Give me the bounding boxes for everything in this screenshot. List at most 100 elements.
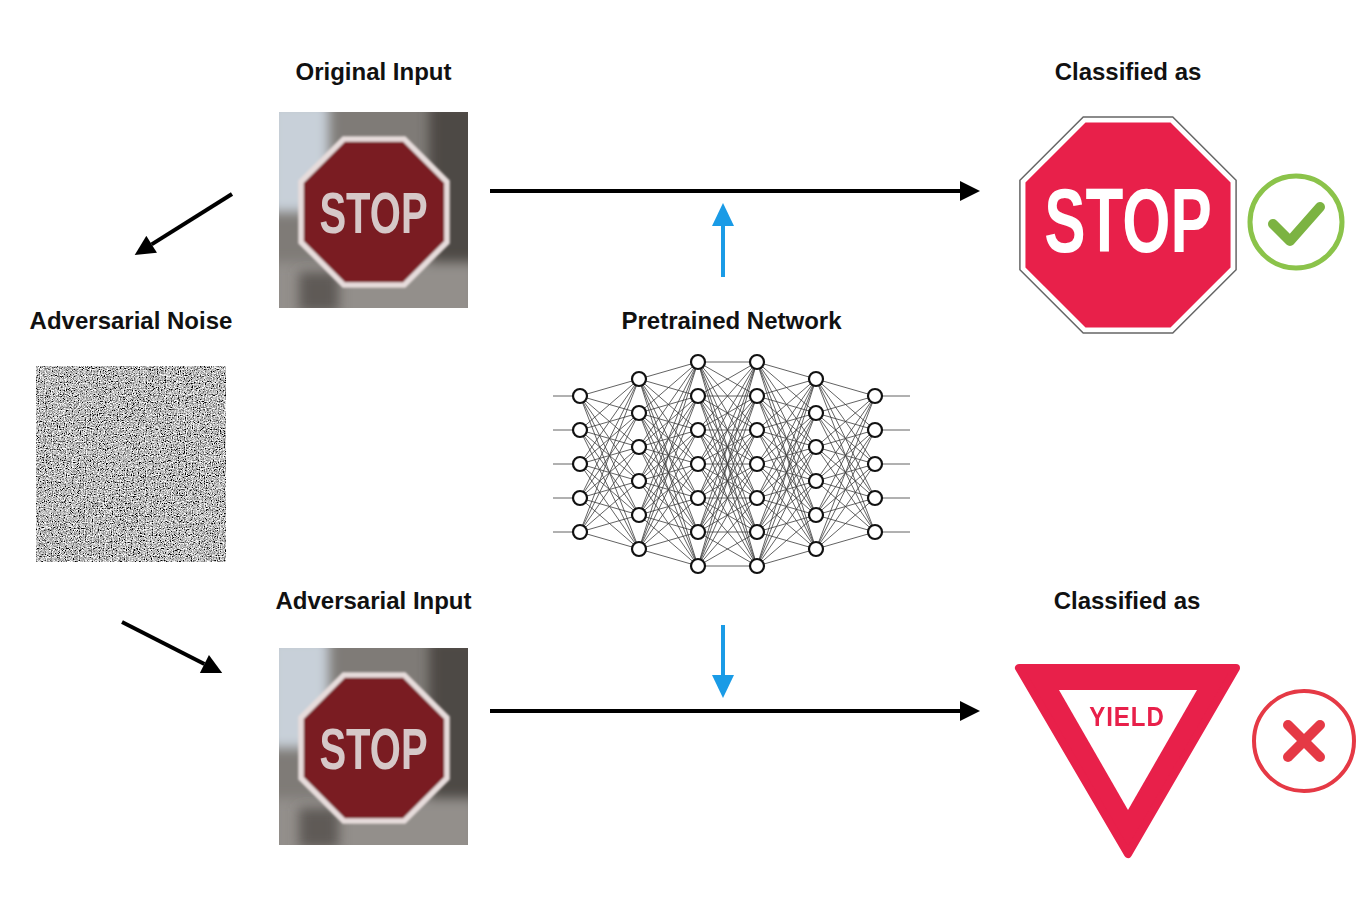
sign-text: YIELD xyxy=(1089,703,1165,731)
neuron xyxy=(809,440,823,454)
heading-slot: Pretrained Network xyxy=(621,304,841,338)
sign-text: STOP xyxy=(1044,177,1212,267)
neuron xyxy=(691,559,705,573)
neuron xyxy=(809,474,823,488)
network-link xyxy=(639,379,698,566)
network-link xyxy=(580,379,639,396)
network-link xyxy=(757,362,816,379)
network-link xyxy=(580,379,639,464)
network-link xyxy=(757,362,816,481)
neuron xyxy=(632,542,646,556)
neuron xyxy=(691,491,705,505)
sign-slot: STOP xyxy=(1018,192,1238,252)
network-links xyxy=(553,362,910,566)
blue-arrow-shaft xyxy=(721,625,725,677)
network-neurons xyxy=(573,355,882,573)
network-link xyxy=(757,379,816,464)
heading-slot: Classified as xyxy=(1054,584,1201,618)
network-link xyxy=(639,413,698,566)
neuron xyxy=(632,508,646,522)
network-link xyxy=(816,379,875,430)
network-link xyxy=(580,396,639,549)
neuron xyxy=(868,525,882,539)
neuron xyxy=(750,355,764,369)
neuron xyxy=(632,440,646,454)
neuron xyxy=(750,457,764,471)
neuron xyxy=(573,457,587,471)
neuron xyxy=(750,491,764,505)
network-link xyxy=(757,379,816,396)
network-link xyxy=(757,413,816,566)
blue-arrow-up xyxy=(712,203,734,277)
network-link xyxy=(698,362,757,498)
network-link xyxy=(639,362,698,447)
network-link xyxy=(757,549,816,566)
neuron xyxy=(750,389,764,403)
network-link xyxy=(639,447,698,566)
network-link xyxy=(816,396,875,481)
neuron xyxy=(750,525,764,539)
network-link xyxy=(639,362,698,379)
network-link xyxy=(816,396,875,549)
network-link xyxy=(698,498,757,566)
network-link xyxy=(639,362,698,413)
noise-texture xyxy=(36,366,226,562)
network-link xyxy=(698,464,757,566)
photo-background xyxy=(279,112,468,308)
network-link xyxy=(698,362,757,363)
sign-face xyxy=(304,142,444,282)
network-link xyxy=(698,362,757,566)
network-link xyxy=(698,430,757,566)
network-link xyxy=(698,464,757,566)
cross-stroke xyxy=(1288,725,1320,757)
network-link xyxy=(639,396,698,549)
arrow-connector xyxy=(152,194,232,244)
neuron xyxy=(632,372,646,386)
network-link xyxy=(580,379,639,430)
cross-icon xyxy=(1254,691,1354,791)
network-link xyxy=(816,464,875,549)
network-link xyxy=(698,362,757,464)
sign-rim xyxy=(298,672,450,824)
neuron xyxy=(573,389,587,403)
network-link xyxy=(757,362,816,447)
image-node: Classified as STOP xyxy=(1018,55,1238,333)
neuron xyxy=(868,389,882,403)
photo-background xyxy=(279,648,468,845)
network-link xyxy=(757,379,816,566)
neuron xyxy=(750,559,764,573)
sign-text: STOP xyxy=(319,720,427,778)
network-link xyxy=(580,413,639,532)
noise-ground xyxy=(36,366,226,562)
network-link xyxy=(816,379,875,396)
heading-slot: Adversarial Input xyxy=(275,584,471,618)
network-link xyxy=(639,532,698,549)
sign-face xyxy=(304,678,444,818)
network-link xyxy=(698,430,757,566)
network-link xyxy=(698,362,757,498)
network-link xyxy=(816,532,875,549)
sign-text: STOP xyxy=(319,184,427,242)
network-link xyxy=(757,379,816,498)
network-link xyxy=(757,447,816,566)
network-link xyxy=(639,362,698,481)
node-heading: Adversarial Input xyxy=(275,584,471,618)
yield-inner xyxy=(1059,690,1197,810)
node-heading: Classified as xyxy=(1054,584,1201,618)
network-link xyxy=(639,481,698,566)
network-link xyxy=(639,549,698,566)
network-link xyxy=(698,362,757,396)
neuron xyxy=(573,423,587,437)
neuron xyxy=(691,355,705,369)
network-link xyxy=(757,362,816,549)
network-link xyxy=(816,379,875,464)
network-link xyxy=(639,362,698,549)
network-link xyxy=(698,396,757,566)
network-link xyxy=(757,379,816,532)
network-link xyxy=(698,362,757,396)
node-heading: Classified as xyxy=(1055,55,1202,89)
network-link xyxy=(580,481,639,532)
network-link xyxy=(698,362,757,430)
neuron xyxy=(868,423,882,437)
noise-picture xyxy=(36,366,226,562)
